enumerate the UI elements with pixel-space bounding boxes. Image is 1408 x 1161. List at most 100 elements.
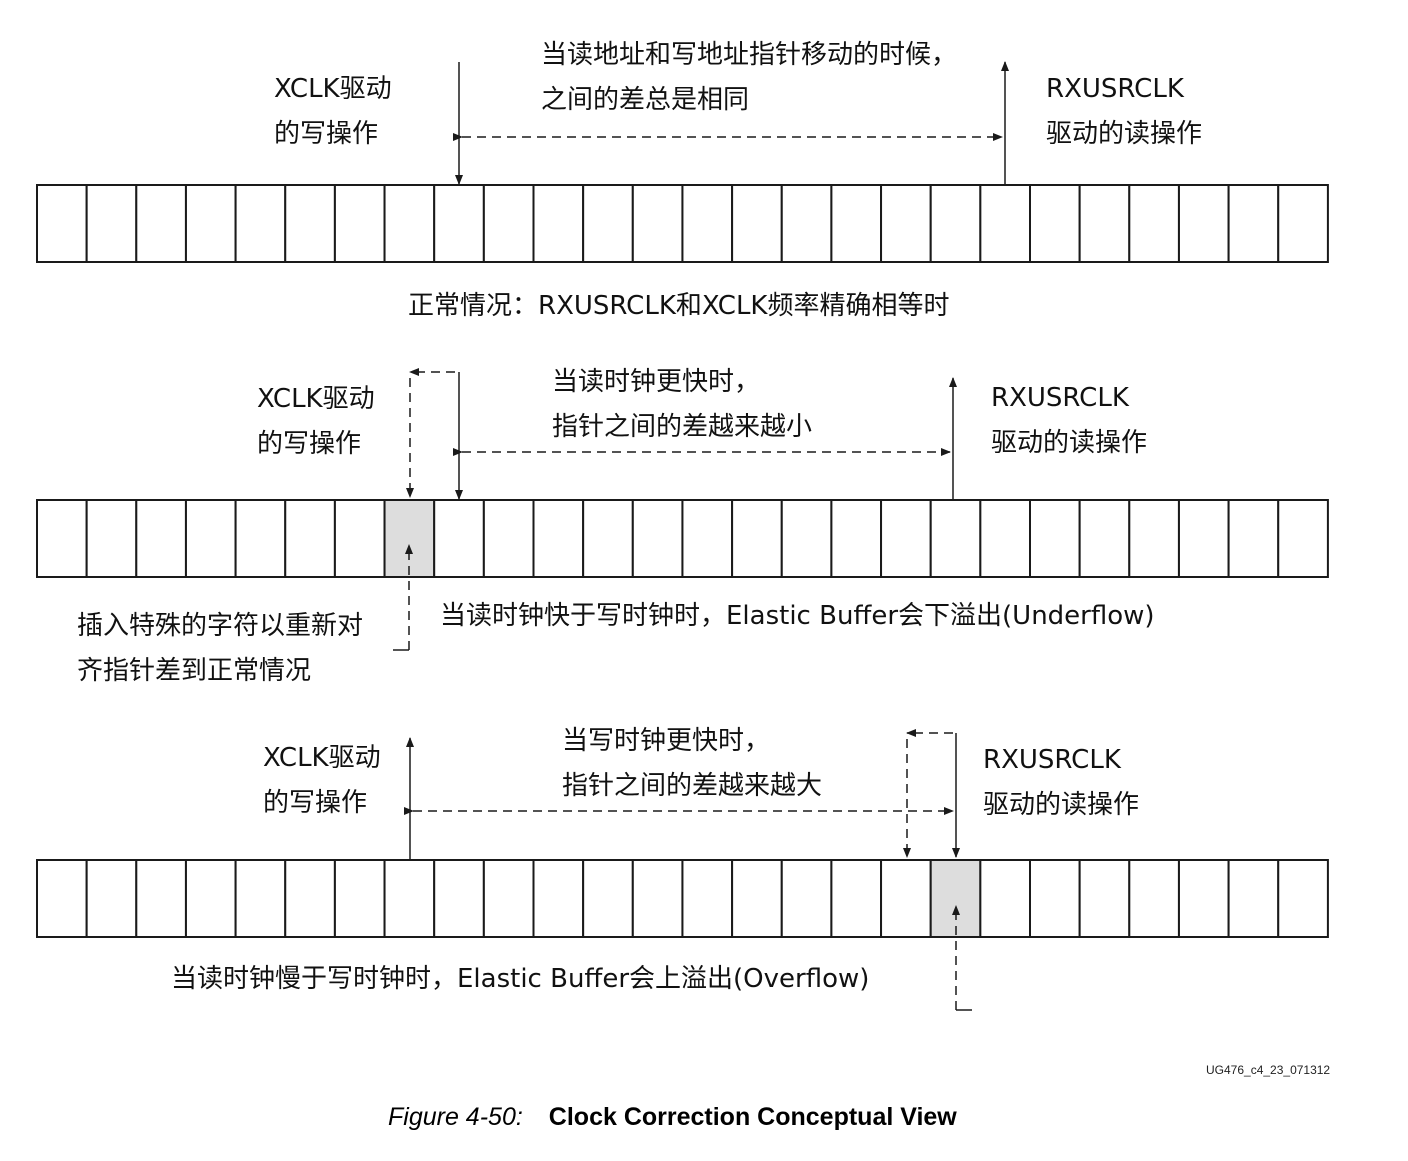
side-note-line: 齐指针差到正常情况 — [77, 656, 312, 686]
panel-caption: 当读时钟快于写时钟时，Elastic Buffer会下溢出(Underflow) — [440, 601, 1155, 631]
buffer-cell — [532, 859, 585, 938]
read-label-line: RXUSRCLK — [1046, 74, 1184, 104]
read-operation-label: RXUSRCLK 驱动的读操作 — [983, 738, 1139, 828]
panel-normal-pointers — [453, 61, 1009, 185]
panel-underflow-pointers — [393, 368, 957, 651]
read-operation-label: RXUSRCLK 驱动的读操作 — [1046, 67, 1202, 157]
side-note-line: 插入特殊的字符以重新对 — [77, 611, 364, 641]
buffer-cell — [731, 499, 783, 578]
buffer-cell — [681, 859, 734, 938]
buffer-cell — [135, 859, 187, 938]
buffer-cell — [1078, 184, 1131, 263]
buffer-cell — [1177, 499, 1230, 578]
buffer-cell — [631, 184, 684, 263]
buffer-cell — [1277, 859, 1329, 938]
buffer-cell — [284, 184, 336, 263]
figure-title: Clock Correction Conceptual View — [548, 1103, 957, 1131]
write-label-line: 的写操作 — [263, 788, 368, 818]
buffer-cell — [1078, 859, 1131, 938]
buffer-cell — [36, 859, 88, 938]
figure-id: UG476_c4_23_071312 — [1206, 1063, 1331, 1077]
buffer-cell — [681, 499, 734, 578]
buffer-cell — [780, 859, 833, 938]
buffer-cell — [929, 184, 982, 263]
buffer-cell-highlighted — [929, 859, 982, 938]
buffer-cell — [1177, 184, 1230, 263]
buffer-cell — [1029, 499, 1081, 578]
buffer-cell — [979, 184, 1031, 263]
buffer-cell — [284, 499, 336, 578]
read-label-line: RXUSRCLK — [991, 383, 1129, 413]
buffer-cell — [631, 499, 684, 578]
buffer-cell — [135, 184, 187, 263]
buffer-cell — [1078, 499, 1131, 578]
buffer-cell — [184, 859, 237, 938]
buffer-cell — [582, 184, 634, 263]
buffer-cell — [1277, 499, 1329, 578]
write-operation-label: XCLK驱动 的写操作 — [263, 736, 381, 826]
buffer-cell — [1128, 499, 1180, 578]
buffer-cell — [1128, 184, 1180, 263]
buffer-cell — [1227, 859, 1280, 938]
read-label-line: 驱动的读操作 — [991, 428, 1148, 458]
write-label-line: XCLK驱动 — [257, 384, 375, 414]
buffer-cell — [1277, 184, 1329, 263]
buffer-cell — [1227, 499, 1280, 578]
write-label-line: 的写操作 — [274, 119, 379, 149]
buffer-cell — [383, 859, 436, 938]
buffer-cell — [184, 184, 237, 263]
figure-caption: Figure 4-50: Clock Correction Conceptual … — [388, 1103, 957, 1132]
read-operation-label: RXUSRCLK 驱动的读操作 — [991, 376, 1147, 466]
buffer-cell — [929, 499, 982, 578]
buffer-cell — [1128, 859, 1180, 938]
note-line: 当读地址和写地址指针移动的时候， — [541, 40, 958, 70]
buffer-cell — [333, 859, 386, 938]
buffer-cell — [1029, 184, 1081, 263]
buffer-cell — [234, 859, 287, 938]
buffer-cell — [433, 184, 485, 263]
buffer-cell — [333, 184, 386, 263]
note-line: 指针之间的差越来越小 — [552, 412, 813, 442]
note-line: 之间的差总是相同 — [541, 85, 750, 115]
panel-caption: 当读时钟慢于写时钟时，Elastic Buffer会上溢出(Overflow) — [171, 964, 870, 994]
insert-character-note: 插入特殊的字符以重新对 齐指针差到正常情况 — [77, 604, 363, 694]
buffer-cell — [234, 184, 287, 263]
buffer-cell — [880, 499, 932, 578]
buffer-cell — [482, 184, 535, 263]
buffer-cell — [880, 184, 932, 263]
write-label-line: XCLK驱动 — [274, 74, 392, 104]
panel-overflow-pointers — [404, 729, 972, 1011]
buffer-cell — [582, 499, 634, 578]
buffer-cell — [36, 184, 88, 263]
buffer-cell — [780, 499, 833, 578]
buffer-cell — [85, 499, 138, 578]
panel-caption: 正常情况：RXUSRCLK和XCLK频率精确相等时 — [408, 291, 950, 321]
buffer-cell — [482, 499, 535, 578]
note-line: 指针之间的差越来越大 — [562, 771, 823, 801]
buffer-cell — [830, 859, 883, 938]
buffer-cell — [731, 859, 783, 938]
buffer-cell — [880, 859, 932, 938]
buffer-cell — [780, 184, 833, 263]
buffer-cell — [532, 184, 585, 263]
buffer-cell — [284, 859, 336, 938]
buffer-cell-highlighted — [383, 499, 436, 578]
buffer-cell — [631, 859, 684, 938]
buffer-cell — [731, 184, 783, 263]
buffer-cell — [333, 499, 386, 578]
buffer-cell — [433, 859, 485, 938]
buffer-row-underflow — [36, 499, 1329, 578]
buffer-cell — [85, 184, 138, 263]
note-line: 当读时钟更快时， — [552, 367, 761, 397]
buffer-cell — [1227, 184, 1280, 263]
figure-number: Figure 4-50: — [388, 1103, 523, 1131]
read-label-line: 驱动的读操作 — [983, 790, 1140, 820]
buffer-cell — [979, 499, 1031, 578]
buffer-row-overflow — [36, 859, 1329, 938]
pointer-difference-note: 当读时钟更快时， 指针之间的差越来越小 — [552, 360, 812, 450]
write-label-line: XCLK驱动 — [263, 743, 381, 773]
buffer-cell — [482, 859, 535, 938]
read-label-line: 驱动的读操作 — [1046, 119, 1203, 149]
buffer-cell — [830, 499, 883, 578]
